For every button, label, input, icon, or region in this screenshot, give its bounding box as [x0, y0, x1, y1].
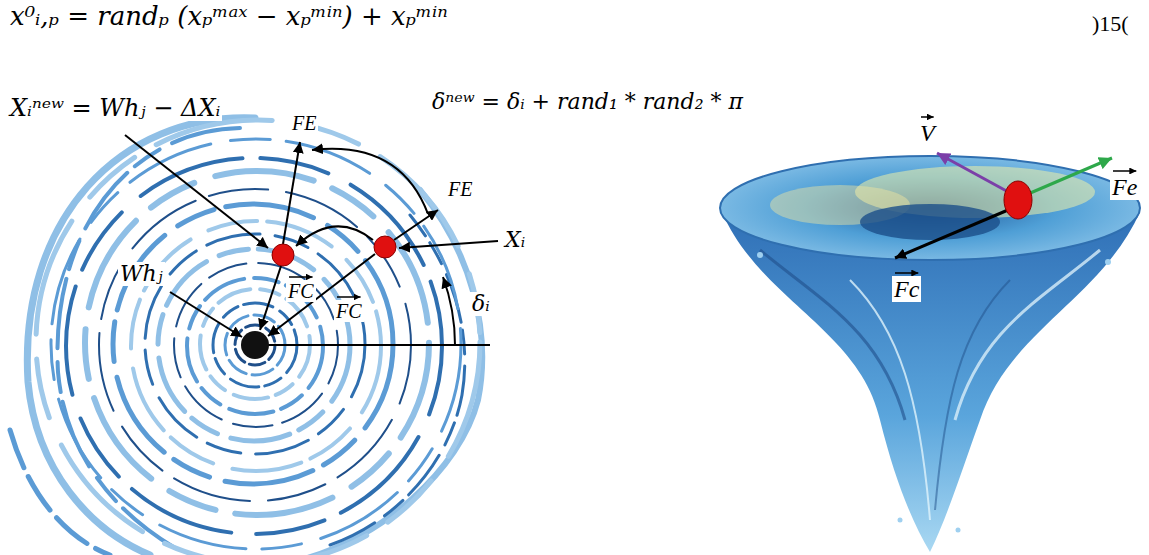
force-label: FC: [334, 300, 364, 322]
force-label: FE: [446, 178, 474, 200]
vector-lines: [125, 135, 498, 345]
angle-arc: [443, 277, 455, 345]
equation: x⁰ᵢ,ₚ = randₚ (xₚᵐᵃˣ − xₚᵐⁱⁿ) + xₚᵐⁱⁿ: [8, 2, 450, 31]
angle-arc: [312, 149, 428, 214]
funnel-top: [720, 156, 1140, 260]
equation-number: )15(: [1090, 12, 1131, 36]
vector-arrow: [289, 276, 313, 278]
motion-arc: [296, 226, 373, 246]
vector-arrow: [1113, 170, 1136, 172]
droplet: [898, 518, 903, 523]
force-label: FE: [290, 112, 318, 134]
droplet: [956, 528, 961, 533]
force-arrow: [394, 210, 438, 240]
funnel-streak: [850, 280, 930, 520]
leader-line: [170, 292, 242, 337]
swirl-ring: [36, 120, 480, 555]
angle-label: δᵢ: [470, 292, 492, 316]
swirl-arm: [27, 118, 255, 555]
center-label: Whⱼ: [118, 262, 165, 286]
force-label: Fe: [1110, 174, 1139, 200]
velocity-label: V: [918, 120, 937, 146]
funnel-streak: [955, 250, 1100, 420]
funnel-vortex: [720, 153, 1140, 552]
funnel-streak: [760, 250, 905, 420]
whirlpool: [10, 118, 482, 555]
force-arrow: [260, 266, 281, 330]
particle: [374, 236, 396, 258]
centrifugal-arrow: [1028, 158, 1112, 194]
funnel-streak: [935, 280, 1010, 510]
vector-arrow: [921, 116, 934, 118]
leader-line: [399, 241, 498, 248]
droplet: [757, 252, 763, 258]
position-formula: Xᵢⁿᵉʷ = Whⱼ − ΔXᵢ: [8, 95, 222, 121]
velocity-arrow: [937, 153, 1012, 194]
force-label: Fc: [892, 276, 921, 302]
funnel-body: [722, 212, 1140, 552]
swirl-ring: [235, 325, 275, 365]
swirl-ring: [85, 171, 429, 515]
angle-formula: δⁿᵉʷ = δᵢ + rand₁ * rand₂ * π: [430, 90, 745, 114]
position-label: Xᵢ: [503, 228, 527, 252]
droplet: [1105, 259, 1111, 265]
force-label: FC: [286, 280, 316, 302]
vector-arrow: [337, 296, 361, 298]
force-arrow: [283, 142, 300, 244]
vector-arrow: [895, 272, 918, 274]
whirlpool-center: [241, 331, 269, 359]
particle: [272, 244, 294, 266]
centripetal-arrow: [895, 210, 1008, 258]
leader-line: [125, 135, 268, 248]
particle: [1004, 181, 1032, 219]
